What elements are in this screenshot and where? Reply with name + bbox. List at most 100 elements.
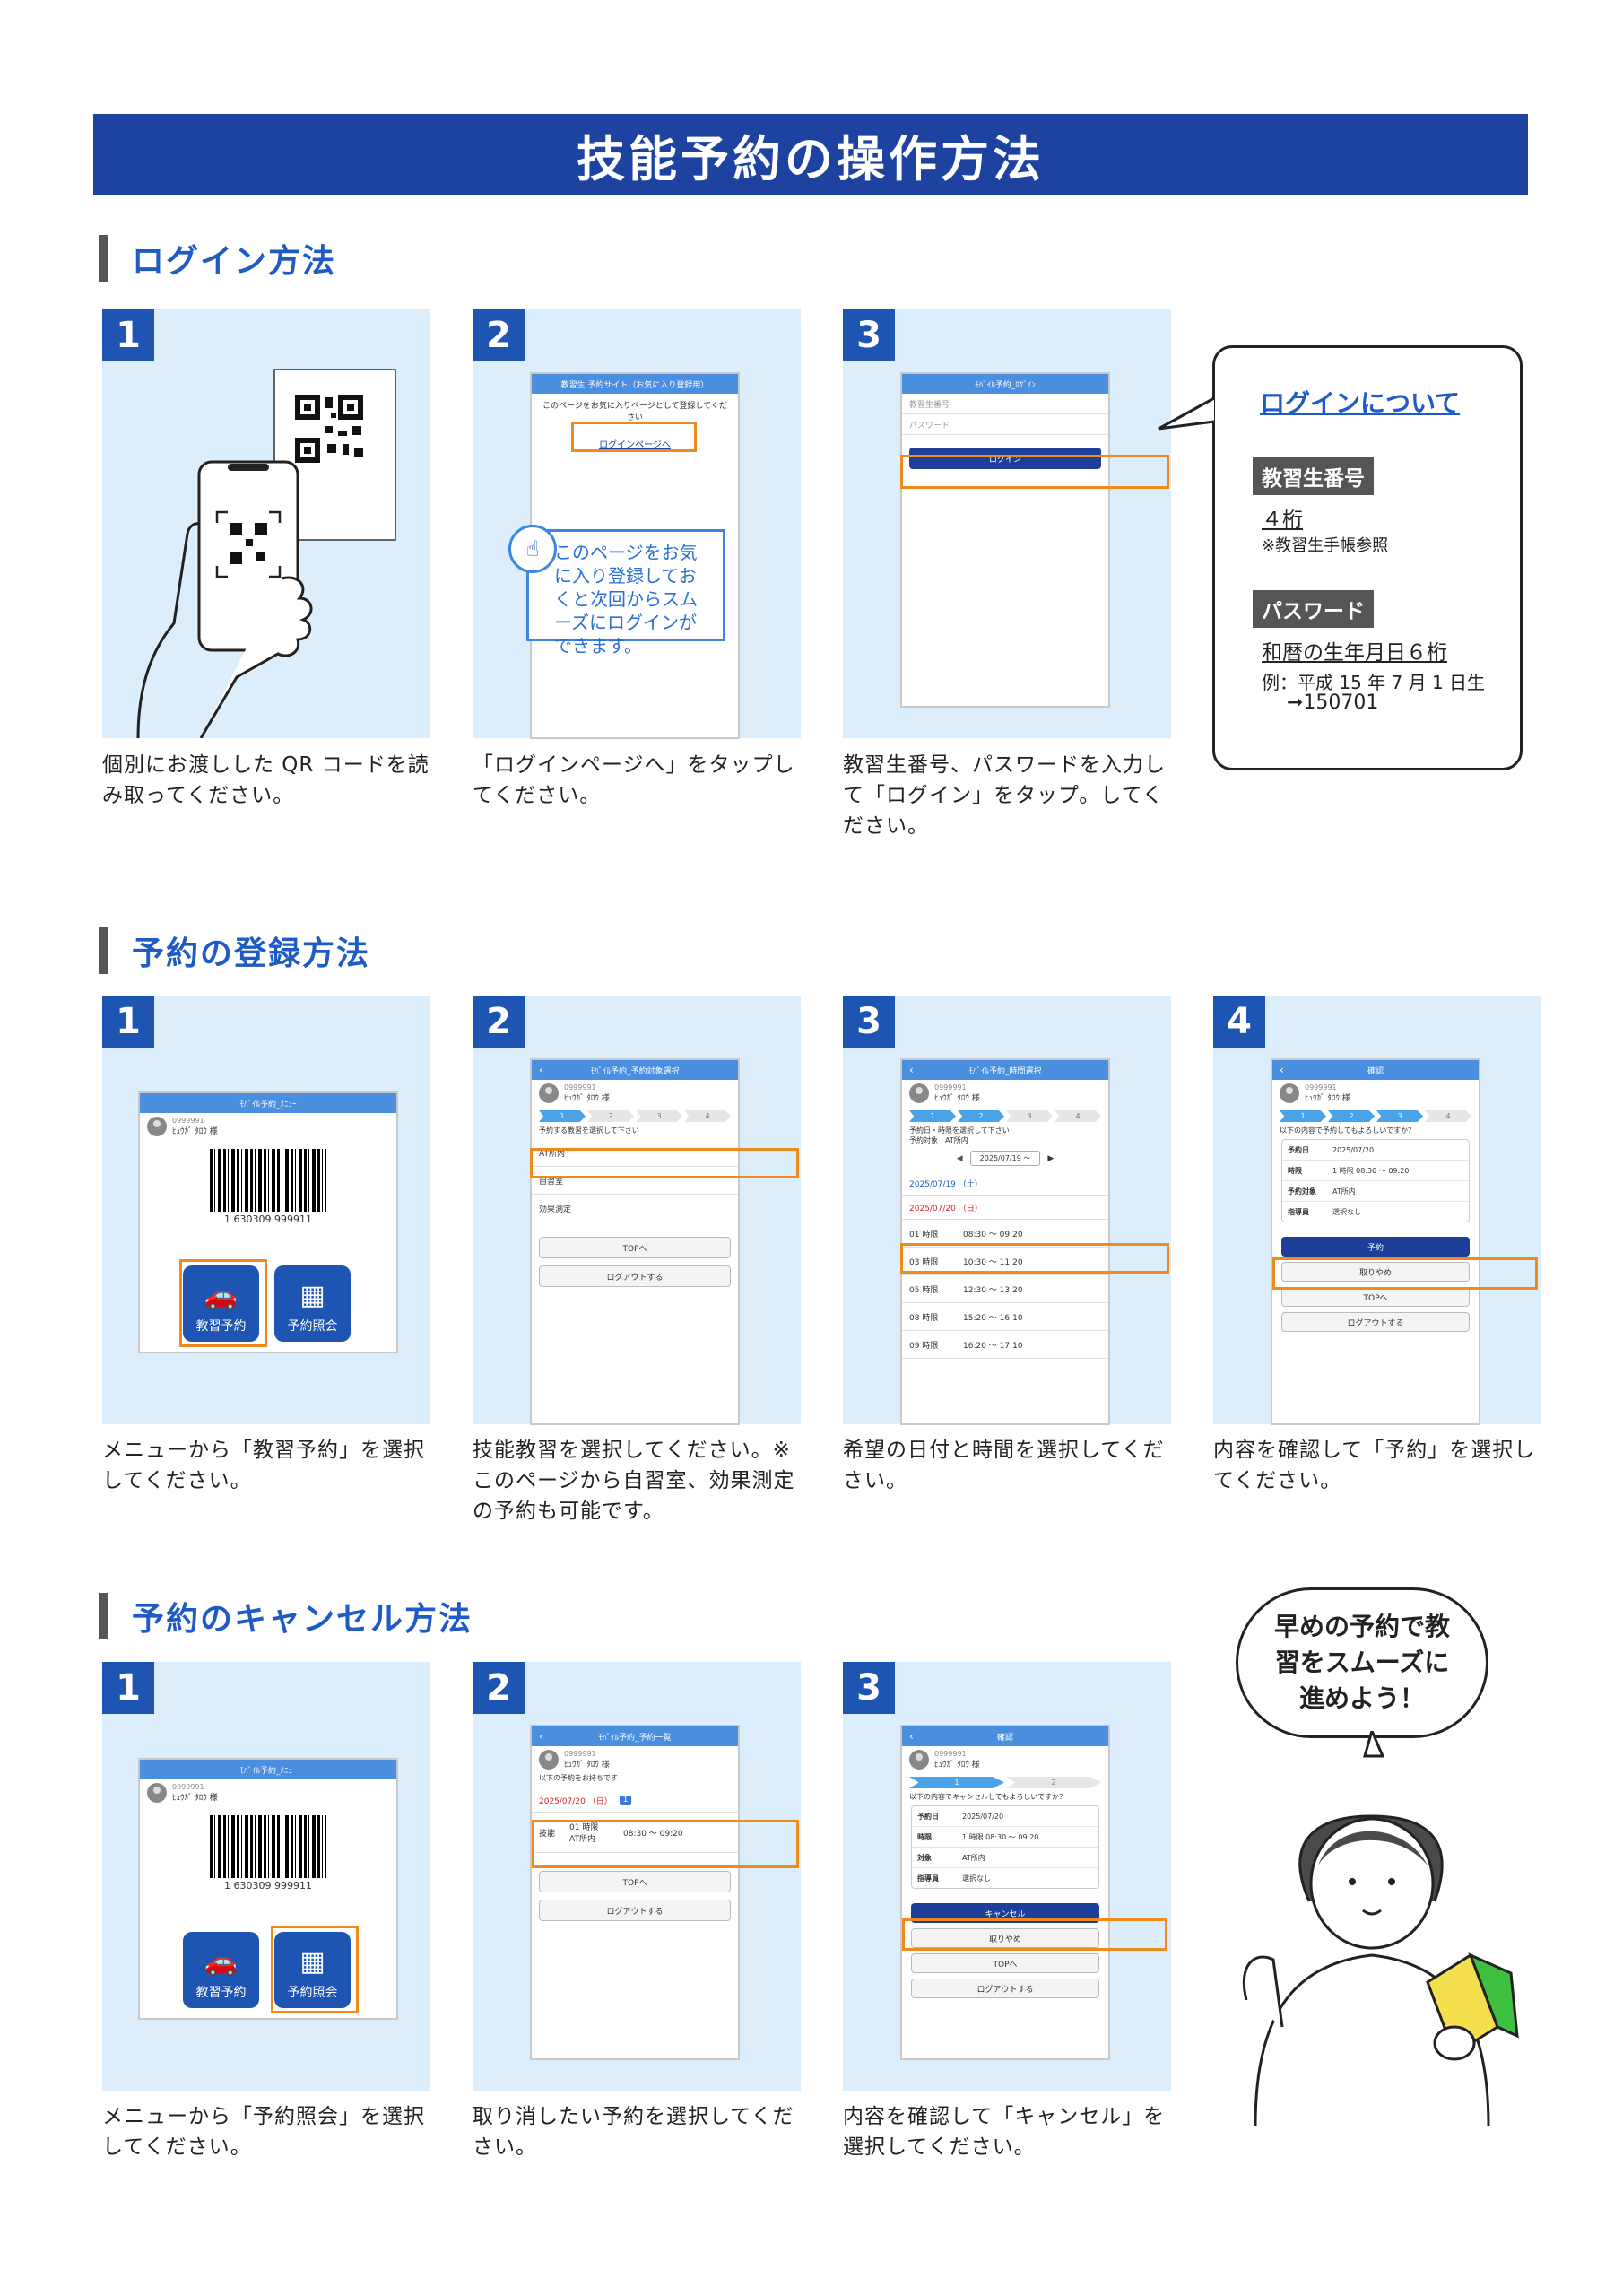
password-example: 例：平成 15 年 7 月 1 日生 xyxy=(1262,672,1486,693)
page-title: 技能予約の操作方法 xyxy=(93,114,1528,195)
highlight-box xyxy=(902,1918,1167,1951)
screen-prompt: 予約対象 AT所内 xyxy=(909,1136,968,1144)
screen-header: 教習生 予約サイト（お気に入り登録用） xyxy=(532,374,738,394)
top-button[interactable]: TOPへ xyxy=(539,1237,731,1258)
password-field[interactable]: パスワード xyxy=(902,414,1108,435)
reserve-button[interactable]: 予約 xyxy=(1281,1237,1470,1257)
top-button[interactable]: TOPへ xyxy=(1281,1287,1470,1307)
highlight-box xyxy=(532,1820,799,1868)
date-row[interactable]: 2025/07/20 （日） xyxy=(902,1196,1108,1220)
inquiry-menu-button[interactable]: ▦予約照会 xyxy=(274,1265,351,1342)
login-step2-panel: 2 教習生 予約サイト（お気に入り登録用） このページをお気に入りページとして登… xyxy=(473,309,801,739)
caption: メニューから「予約照会」を選択してください。 xyxy=(102,2105,425,2159)
back-icon[interactable]: ‹ xyxy=(539,1064,543,1076)
highlight-box xyxy=(900,455,1169,489)
option-at[interactable]: AT所内 xyxy=(532,1139,738,1167)
logout-button[interactable]: ログアウトする xyxy=(539,1265,731,1287)
screen-prompt: 以下の内容でキャンセルしてもよろしいですか？ xyxy=(909,1793,1067,1801)
section-title: ログイン方法 xyxy=(132,243,337,280)
screen-header: ﾓﾊﾞｲﾙ予約_予約一覧 xyxy=(598,1733,672,1743)
student-illustration xyxy=(1242,1731,1519,2126)
calendar-icon: ▦ xyxy=(299,1280,325,1311)
highlight-box xyxy=(271,1926,359,2013)
date-select[interactable]: 2025/07/19 〜 xyxy=(969,1151,1041,1166)
back-icon[interactable]: ‹ xyxy=(909,1064,914,1076)
stop-button[interactable]: 取りやめ xyxy=(911,1928,1099,1948)
back-icon[interactable]: ‹ xyxy=(909,1730,914,1743)
date-row[interactable]: 2025/07/19 （土） xyxy=(902,1171,1108,1196)
car-icon: 🚗 xyxy=(204,1946,239,1978)
cancel-button[interactable]: キャンセル xyxy=(911,1903,1099,1923)
avatar-icon xyxy=(909,1750,929,1770)
screen-header: ﾓﾊﾞｲﾙ予約_ﾒﾆｭｰ xyxy=(140,1760,396,1779)
step-number: 3 xyxy=(843,309,895,361)
barcode-image xyxy=(210,1149,326,1212)
section-title: 予約のキャンセル方法 xyxy=(132,1601,473,1638)
student-name: ﾋｭｳｶﾞ ﾀﾛｳ 様 xyxy=(934,1761,980,1770)
screen-prompt: 予約日・時限を選択して下さい xyxy=(909,1126,1010,1135)
screen-prompt: 以下の内容で予約してもよろしいですか？ xyxy=(1280,1126,1416,1135)
step-number: 3 xyxy=(843,1662,895,1714)
barcode-number: 1 630309 999911 xyxy=(224,1213,312,1225)
section-title: 予約の登録方法 xyxy=(132,935,371,972)
student-name: ﾋｭｳｶﾞ ﾀﾛｳ 様 xyxy=(1305,1094,1350,1103)
student-number-value: ４桁 xyxy=(1262,509,1303,532)
step-number: 4 xyxy=(1213,996,1265,1048)
top-button[interactable]: TOPへ xyxy=(539,1871,731,1892)
prev-arrow-icon[interactable]: ◀ xyxy=(956,1153,963,1163)
student-number-field[interactable]: 教習生番号 xyxy=(902,394,1108,414)
student-name: ﾋｭｳｶﾞ ﾀﾛｳ 様 xyxy=(564,1761,610,1770)
barcode-number: 1 630309 999911 xyxy=(224,1880,312,1892)
password-value: 和暦の生年月日６桁 xyxy=(1262,641,1447,665)
tap-hand-icon: ☝ xyxy=(508,525,557,573)
top-button[interactable]: TOPへ xyxy=(911,1953,1099,1973)
encouragement-bubble: 早めの予約で教習をスムーズに進めよう！ xyxy=(1236,1587,1488,1738)
student-name: ﾋｭｳｶﾞ ﾀﾛｳ 様 xyxy=(564,1094,610,1103)
step-number: 2 xyxy=(473,1662,525,1714)
screen-header: 確認 xyxy=(1367,1066,1384,1076)
back-icon[interactable]: ‹ xyxy=(539,1730,543,1743)
student-id: 0999991 xyxy=(564,1750,596,1758)
option-effect-test[interactable]: 効果測定 xyxy=(532,1195,738,1222)
reserve-menu-button[interactable]: 🚗教習予約 xyxy=(183,1265,259,1342)
step-number: 2 xyxy=(473,996,525,1048)
reserve-menu-button[interactable]: 🚗教習予約 xyxy=(183,1932,259,2008)
logout-button[interactable]: ログアウトする xyxy=(911,1979,1099,1998)
next-arrow-icon[interactable]: ▶ xyxy=(1047,1153,1055,1163)
stop-button[interactable]: 取りやめ xyxy=(1281,1262,1470,1282)
student-id: 0999991 xyxy=(564,1083,596,1091)
step-number: 1 xyxy=(102,309,154,361)
date-row: 2025/07/20 （日）1 xyxy=(532,1788,738,1813)
caption: 個別にお渡しした QR コードを読み取ってください。 xyxy=(102,753,430,807)
button-label: 教習予約 xyxy=(195,1319,247,1334)
step-number: 1 xyxy=(102,996,154,1048)
highlight-box xyxy=(900,1243,1169,1274)
inquiry-menu-button[interactable]: ▦予約照会 xyxy=(274,1932,351,2008)
login-button[interactable]: ログイン xyxy=(909,448,1101,469)
logout-button[interactable]: ログアウトする xyxy=(1281,1312,1470,1332)
option-study-room[interactable]: 自習室 xyxy=(532,1167,738,1195)
student-number-note: ※教習生手帳参照 xyxy=(1262,536,1389,555)
login-page-link[interactable]: ログインページへ xyxy=(599,440,671,450)
logout-button[interactable]: ログアウトする xyxy=(539,1900,731,1921)
highlight-box xyxy=(1272,1257,1538,1290)
back-icon[interactable]: ‹ xyxy=(1280,1064,1284,1076)
